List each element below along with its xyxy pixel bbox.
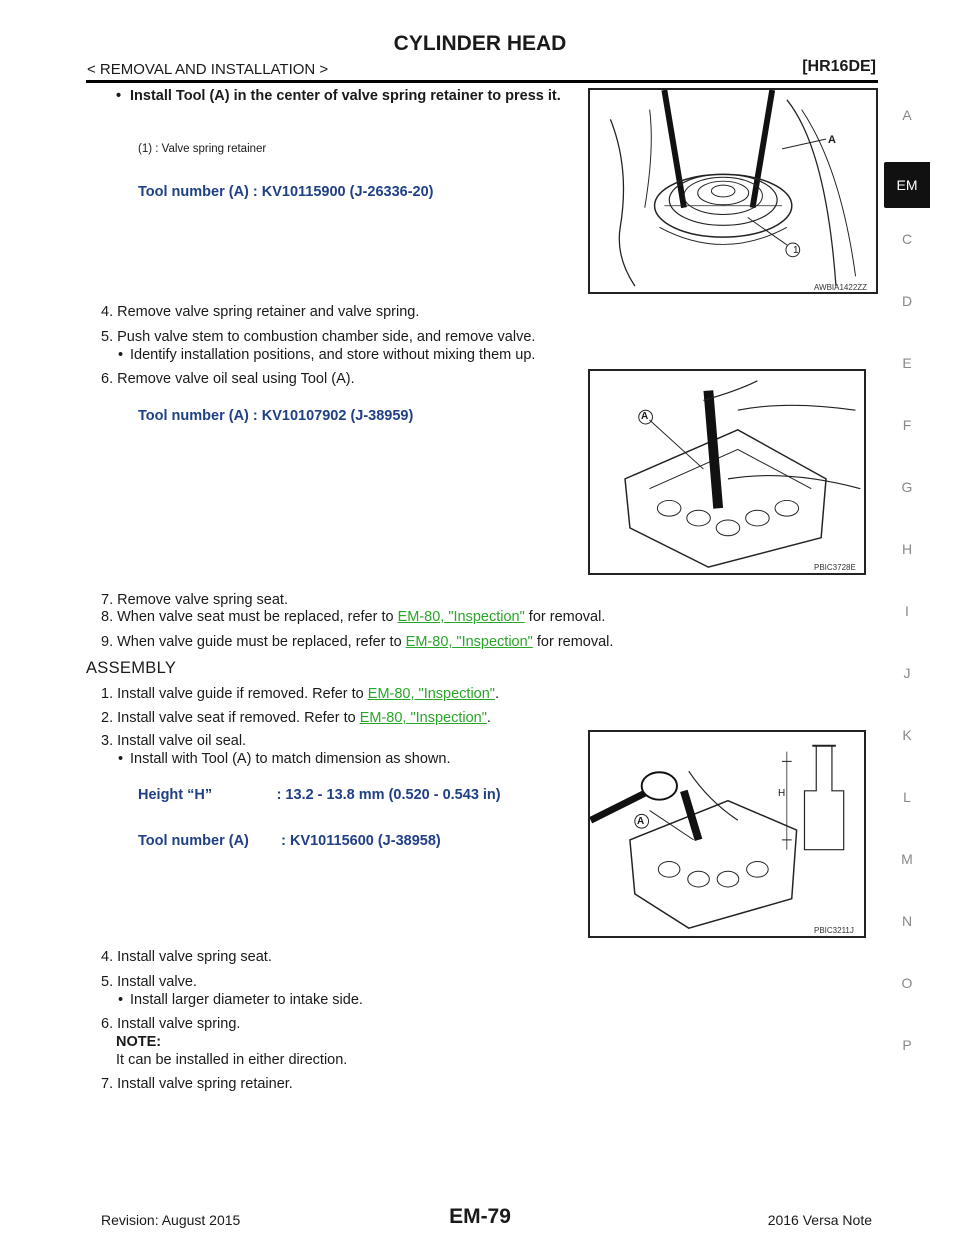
side-index-j[interactable]: J <box>903 665 911 681</box>
bullet-mark: • <box>118 751 124 767</box>
side-index-m[interactable]: M <box>901 851 913 867</box>
figure-1-label-1: 1 <box>793 245 799 256</box>
engine-code: [HR16DE] <box>802 58 876 75</box>
side-index: A EM C D E F G H I J K L M N O P <box>884 100 930 1092</box>
side-index-o[interactable]: O <box>901 975 913 991</box>
side-index-g[interactable]: G <box>901 479 913 495</box>
removal-step-8: 8. When valve seat must be replaced, ref… <box>101 609 606 625</box>
note-text: It can be installed in either direction. <box>116 1052 348 1068</box>
assembly-step-6: 6. Install valve spring. <box>101 1016 241 1032</box>
tool-number-a2: Tool number (A) : KV10107902 (J-38959) <box>138 408 414 424</box>
tool-number-a3: Tool number (A) : KV10115600 (J-38958) <box>138 833 441 849</box>
figure-3-drawing <box>590 744 845 929</box>
side-index-em[interactable]: EM <box>884 162 930 208</box>
page-title: CYLINDER HEAD <box>393 32 567 55</box>
removal-step-5: 5. Push valve stem to combustion chamber… <box>101 329 536 345</box>
bullet-mark: • <box>116 88 122 104</box>
side-index-d[interactable]: D <box>901 293 913 309</box>
footer-model: 2016 Versa Note <box>767 1212 872 1228</box>
figure-1-code: AWBIA1422ZZ <box>814 283 868 292</box>
figure-valve-spring-retainer: A 1 AWBIA1422ZZ <box>588 88 878 294</box>
footer-page-number: EM-79 <box>449 1205 511 1228</box>
figure-2-code: PBIC3728E <box>814 563 856 572</box>
assembly-step-2: 2. Install valve seat if removed. Refer … <box>101 710 491 726</box>
legend-valve-spring-retainer: (1) : Valve spring retainer <box>138 143 267 155</box>
figure-valve-oil-seal-removal: A PBIC3728E <box>588 369 866 575</box>
side-index-e[interactable]: E <box>902 355 912 371</box>
side-index-n[interactable]: N <box>901 913 913 929</box>
side-index-i[interactable]: I <box>905 603 909 619</box>
assembly-step-3-bullet: Install with Tool (A) to match dimension… <box>130 751 451 767</box>
side-index-f[interactable]: F <box>902 417 912 433</box>
removal-step-7: 7. Remove valve spring seat. <box>101 592 288 608</box>
bullet-mark: • <box>118 992 124 1008</box>
spec-height-h: Height “H” : 13.2 - 13.8 mm (0.520 - 0.5… <box>138 787 501 803</box>
side-index-c[interactable]: C <box>901 231 913 247</box>
link-em80-inspection[interactable]: EM-80, "Inspection" <box>359 710 487 726</box>
header-rule <box>86 80 878 83</box>
footer-revision: Revision: August 2015 <box>101 1212 241 1228</box>
removal-step-9: 9. When valve guide must be replaced, re… <box>101 634 614 650</box>
side-index-a[interactable]: A <box>902 107 912 123</box>
breadcrumb: < REMOVAL AND INSTALLATION > <box>87 61 329 78</box>
bullet-mark: • <box>118 347 124 363</box>
assembly-step-5: 5. Install valve. <box>101 974 197 990</box>
link-em80-inspection[interactable]: EM-80, "Inspection" <box>405 634 533 650</box>
figure-1-drawing <box>609 90 857 287</box>
assembly-step-3: 3. Install valve oil seal. <box>101 733 247 749</box>
figure-valve-oil-seal-install: H A PBIC3211J <box>588 730 866 938</box>
link-em80-inspection[interactable]: EM-80, "Inspection" <box>367 686 495 702</box>
side-index-p[interactable]: P <box>902 1037 912 1053</box>
side-index-k[interactable]: K <box>902 727 912 743</box>
figure-2-label-a: A <box>641 411 649 422</box>
assembly-step-1: 1. Install valve guide if removed. Refer… <box>101 686 499 702</box>
removal-step-6: 6. Remove valve oil seal using Tool (A). <box>101 371 355 387</box>
step-install-tool: Install Tool (A) in the center of valve … <box>130 88 561 104</box>
removal-step-5-bullet: Identify installation positions, and sto… <box>130 347 536 363</box>
link-em80-inspection[interactable]: EM-80, "Inspection" <box>397 609 525 625</box>
figure-3-label-a: A <box>637 816 645 827</box>
removal-step-4: 4. Remove valve spring retainer and valv… <box>101 304 420 320</box>
figure-3-label-h: H <box>778 788 786 799</box>
assembly-step-7: 7. Install valve spring retainer. <box>101 1076 293 1092</box>
assembly-step-4: 4. Install valve spring seat. <box>101 949 272 965</box>
assembly-step-5-bullet: Install larger diameter to intake side. <box>130 992 363 1008</box>
note-label: NOTE: <box>116 1034 162 1050</box>
side-index-h[interactable]: H <box>901 541 913 557</box>
figure-2-drawing <box>624 380 861 568</box>
section-heading-assembly: ASSEMBLY <box>86 659 177 677</box>
figure-3-code: PBIC3211J <box>814 926 854 935</box>
side-index-l[interactable]: L <box>903 789 911 805</box>
tool-number-a1: Tool number (A) : KV10115900 (J-26336-20… <box>138 184 434 200</box>
figure-1-label-a: A <box>828 134 836 146</box>
